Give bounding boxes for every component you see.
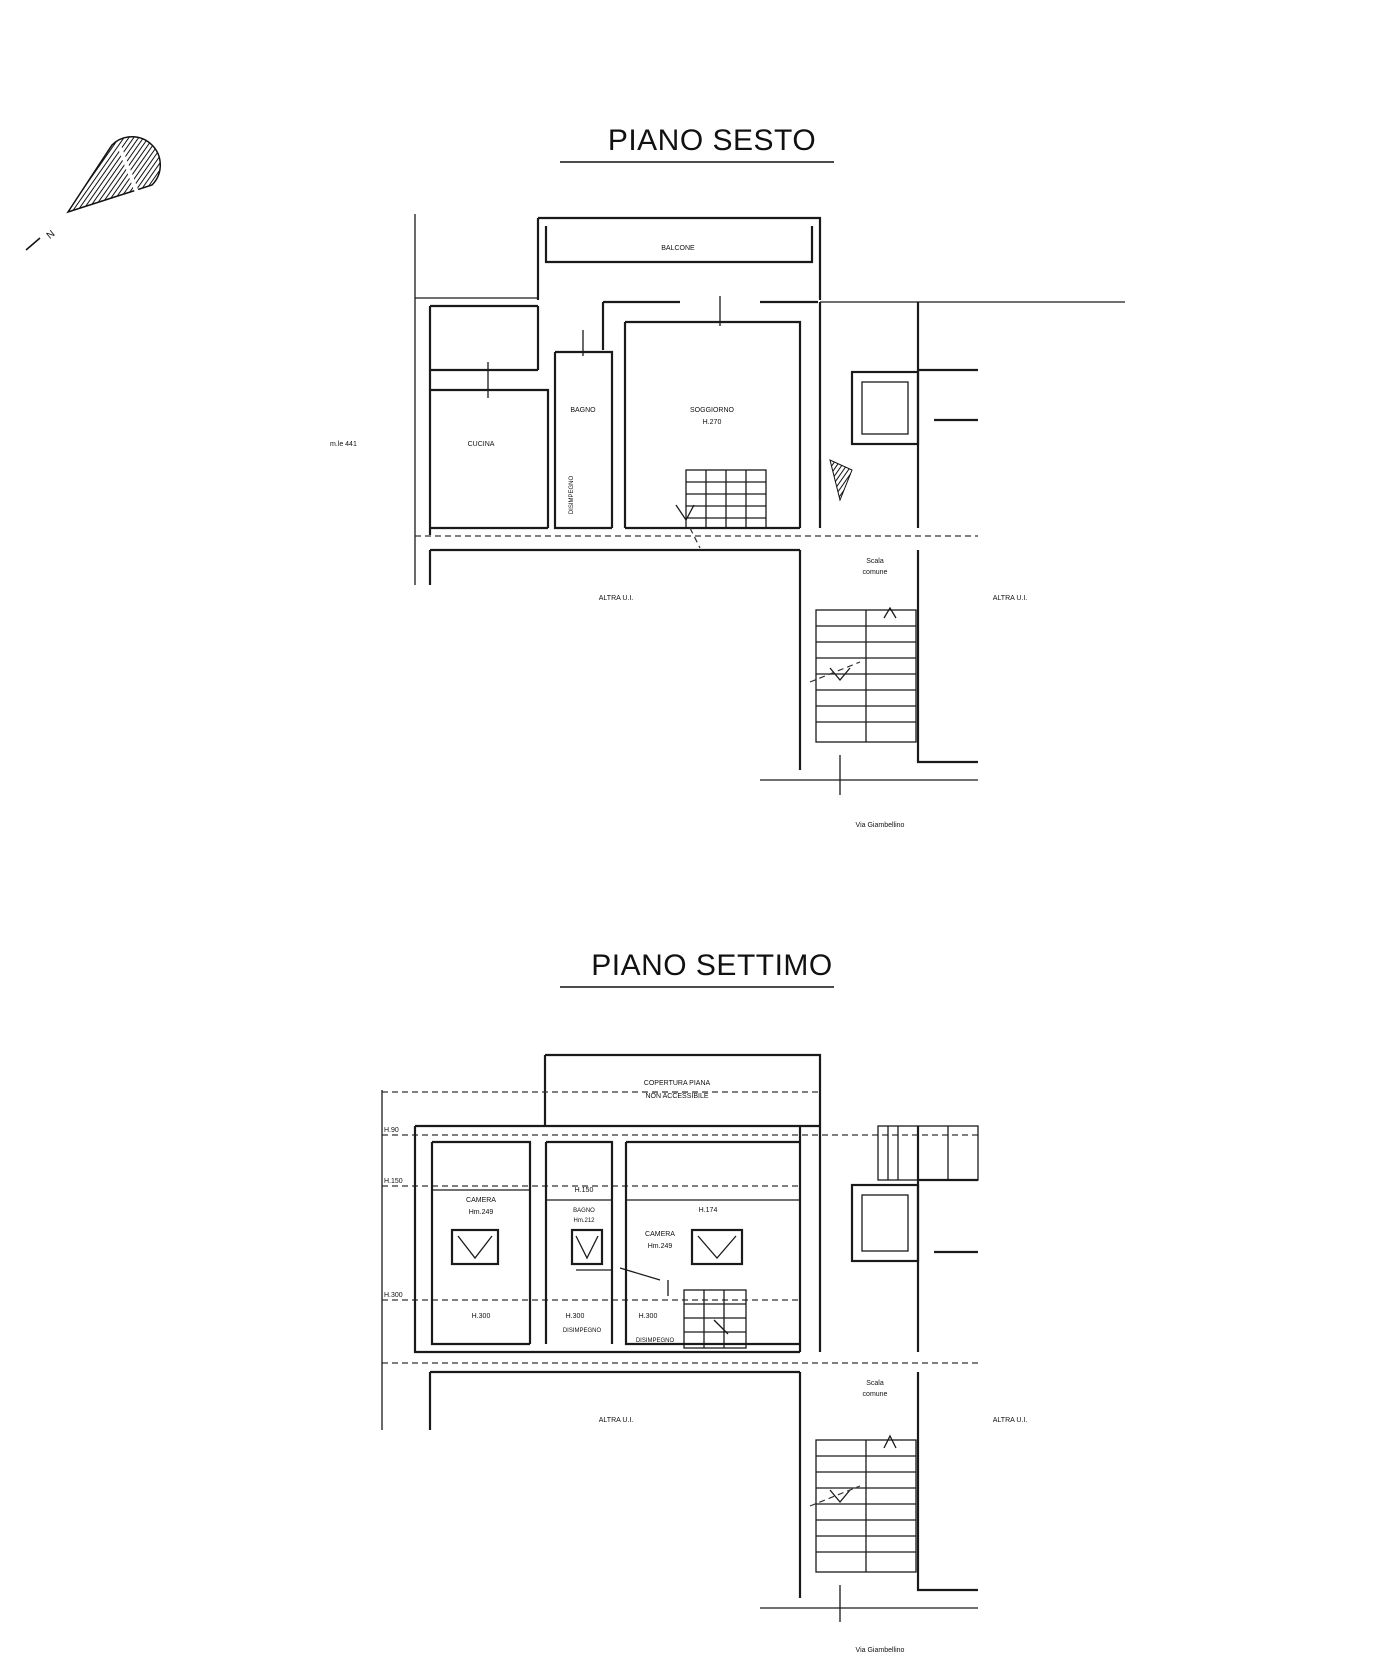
floor6-title: PIANO SESTO <box>608 124 816 157</box>
level-label-300: H.300 <box>384 1292 403 1299</box>
lift-core-floor7 <box>818 1125 979 1352</box>
floor7-title: PIANO SETTIMO <box>591 949 833 982</box>
common-stair-label-1: Scala <box>866 558 884 565</box>
hallway-label: DISIMPEGNO <box>569 476 575 515</box>
height-label-150: H.150 <box>575 1187 594 1194</box>
left-neighbour-wall <box>428 548 802 770</box>
skylight-bedroom2 <box>690 1228 744 1266</box>
level-label-90: H.90 <box>384 1127 399 1134</box>
north-arrow-icon: N <box>25 135 162 251</box>
flat-roof-outline <box>543 1053 822 1126</box>
bathroom-label: BAGNO <box>570 407 596 414</box>
height-label-300-left: H.300 <box>472 1313 491 1320</box>
living-room-height: H.270 <box>703 419 722 426</box>
common-stair7-label-1: Scala <box>866 1380 884 1387</box>
right-neighbour-wall-7 <box>916 1372 978 1592</box>
north-label: N <box>45 228 58 241</box>
internal-staircase-floor6 <box>675 469 767 549</box>
skylight-bedroom1 <box>450 1228 500 1266</box>
other-unit-right-label: ALTRA U.I. <box>993 595 1028 602</box>
bedroom1-walls <box>430 1140 532 1346</box>
common-stair-floor7 <box>809 1434 917 1573</box>
bedroom2-height: Hm.249 <box>648 1243 673 1250</box>
bathroom-walls <box>553 350 614 530</box>
living-room-label: SOGGIORNO <box>690 407 735 414</box>
lift-core-floor6 <box>818 302 978 528</box>
internal-staircase-floor7 <box>683 1289 747 1349</box>
floor-plan-seventh: PIANO SETTIMO COPERTURA PIANA NON ACCESS… <box>381 949 1028 1654</box>
common-stair-floor6 <box>809 606 917 743</box>
balcony-label: BALCONE <box>661 245 695 252</box>
street-label-floor7: Via Giambellino <box>856 1647 905 1654</box>
balcony-outline <box>536 216 822 300</box>
bathroom7-height: Hm.212 <box>573 1218 595 1224</box>
common-stair-label-2: comune <box>863 569 888 576</box>
bedroom2-walls <box>624 1140 800 1346</box>
other-unit-left-label: ALTRA U.I. <box>599 595 634 602</box>
right-neighbour-wall <box>916 550 978 764</box>
roof-label-1: COPERTURA PIANA <box>644 1080 711 1087</box>
living-top-wall <box>601 300 818 350</box>
bedroom2-label: CAMERA <box>645 1231 675 1238</box>
other-unit-right-label-7: ALTRA U.I. <box>993 1417 1028 1424</box>
common-stair7-label-2: comune <box>863 1391 888 1398</box>
street-label-floor6: Via Giambellino <box>856 822 905 829</box>
bathroom7-walls <box>544 1140 614 1344</box>
mappale-label: m.le 441 <box>330 441 357 448</box>
floor-plan-sixth: PIANO SESTO BALCONE <box>330 124 1125 829</box>
height-label-174: H.174 <box>699 1207 718 1214</box>
height-label-300-right: H.300 <box>639 1313 658 1320</box>
kitchen-label: CUCINA <box>468 441 495 448</box>
left-neighbour-wall-7 <box>428 1370 802 1598</box>
level-label-150: H.150 <box>384 1178 403 1185</box>
skylight-bathroom <box>570 1228 604 1266</box>
bedroom1-label: CAMERA <box>466 1197 496 1204</box>
other-unit-left-label-7: ALTRA U.I. <box>599 1417 634 1424</box>
floor7-outer-walls <box>413 1124 820 1354</box>
height-label-300-mid: H.300 <box>566 1313 585 1320</box>
kitchen-walls <box>430 388 550 530</box>
kitchen-balcony-wall <box>428 304 540 535</box>
bathroom7-label: BAGNO <box>573 1208 595 1214</box>
hallway-label-right: DISIMPEGNO <box>636 1338 675 1344</box>
hallway-label-mid: DISIMPEGNO <box>563 1328 602 1334</box>
bedroom1-height: Hm.249 <box>469 1209 494 1216</box>
roof-label-2: NON ACCESSIBILE <box>645 1093 708 1100</box>
